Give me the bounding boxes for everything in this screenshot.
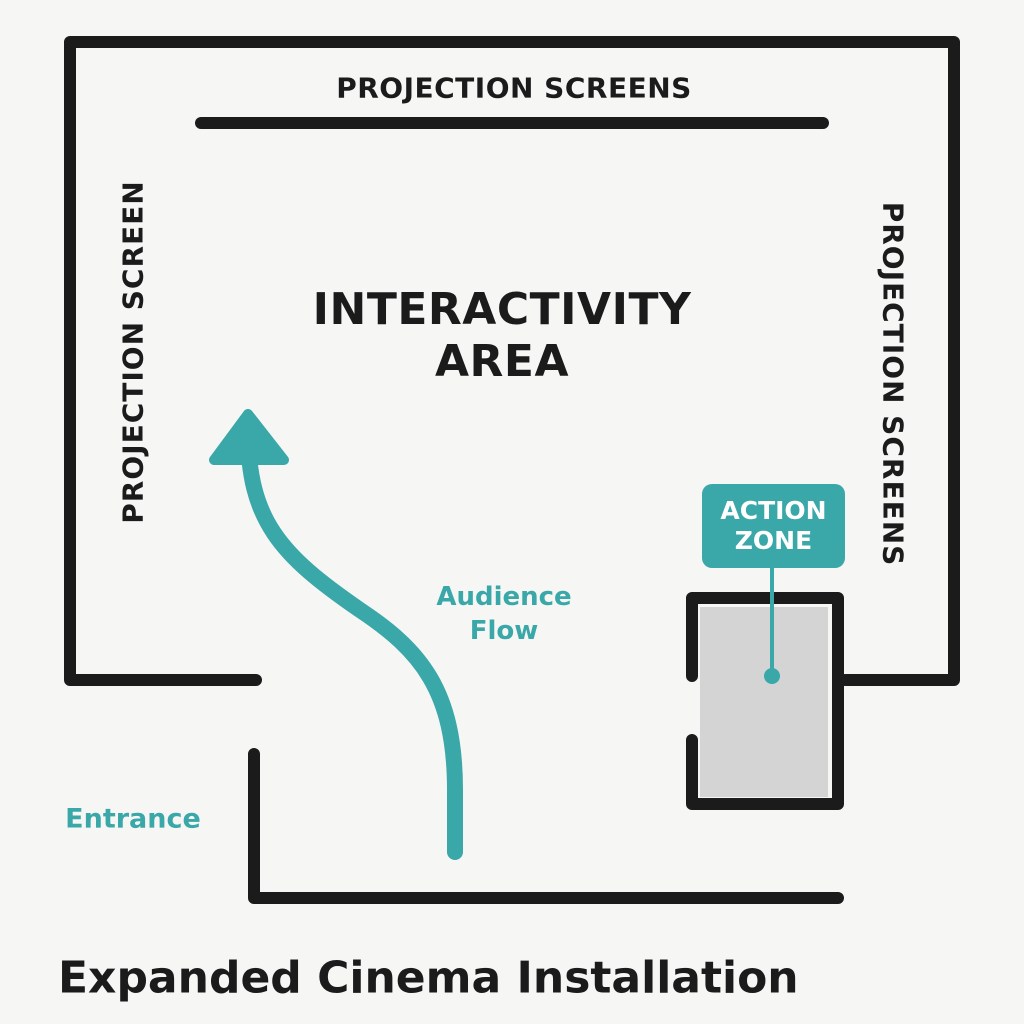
top-projection-screens-label: PROJECTION SCREENS — [336, 71, 692, 105]
interactivity-area-line2: AREA — [434, 336, 570, 387]
entrance-corridor-wall — [248, 748, 844, 904]
action-zone-callout: ACTION ZONE — [702, 484, 845, 568]
audience-flow-arrowhead — [209, 409, 289, 465]
entrance-label: Entrance — [65, 803, 201, 835]
action-zone-area — [700, 607, 828, 797]
left-projection-screen-label: PROJECTION SCREEN — [116, 180, 150, 524]
action-zone-pointer-dot — [764, 668, 780, 684]
diagram-title: Expanded Cinema Installation — [58, 952, 799, 1004]
interactivity-area-label: INTERACTIVITY AREA — [313, 284, 692, 388]
interactivity-area-line1: INTERACTIVITY — [312, 284, 692, 335]
action-zone-line2: ZONE — [734, 526, 813, 555]
audience-flow-arrow — [240, 422, 463, 860]
right-projection-screens-label: PROJECTION SCREENS — [876, 201, 910, 567]
audience-flow-label: Audience Flow — [436, 580, 571, 648]
action-zone-booth-wall — [686, 592, 844, 810]
audience-flow-line1: Audience — [436, 582, 572, 612]
action-zone-line1: ACTION — [720, 496, 827, 525]
audience-flow-line2: Flow — [469, 616, 539, 646]
outer-wall — [64, 36, 960, 686]
